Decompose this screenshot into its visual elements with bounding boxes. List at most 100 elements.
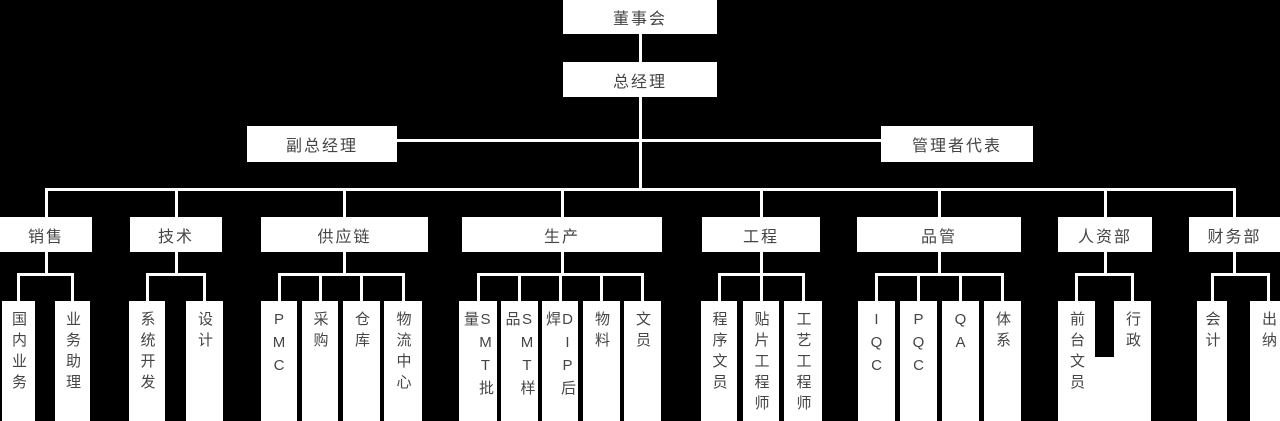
org-node-procurement: 采购 xyxy=(302,301,338,421)
connector-sales-drop xyxy=(44,188,48,217)
org-node-finance: 财务部 xyxy=(1189,217,1280,252)
org-node-label-smt-batch: SMT批量 xyxy=(462,311,494,401)
connector-program-clerk-drop xyxy=(717,273,721,301)
org-node-design: 设计 xyxy=(186,301,223,421)
org-node-label-smt-engineer: 贴片工程师 xyxy=(752,311,770,416)
org-node-label-supply-chain: 供应链 xyxy=(317,228,372,246)
org-node-quality: 品管 xyxy=(857,217,1021,252)
connector-warehouse-drop xyxy=(360,273,363,301)
org-node-warehouse: 仓库 xyxy=(343,301,380,421)
org-node-general-manager: 总经理 xyxy=(563,62,717,97)
connector-departments xyxy=(44,188,1236,191)
org-node-deputy-gm: 副总经理 xyxy=(247,126,397,162)
connector-hr-children xyxy=(1075,273,1134,276)
org-node-business-assistant: 业务助理 xyxy=(55,301,90,421)
org-node-smt-engineer: 贴片工程师 xyxy=(743,301,779,421)
org-node-label-logistics-center: 物流中心 xyxy=(394,311,412,395)
org-node-label-process-engineer: 工艺工程师 xyxy=(794,311,812,416)
org-node-label-system-development: 系统开发 xyxy=(138,311,156,395)
org-node-dip-soldering: DIP后焊 xyxy=(542,301,578,421)
org-node-label-business-assistant: 业务助理 xyxy=(64,311,81,395)
org-node-label-production: 生产 xyxy=(543,228,580,246)
org-node-management-rep: 管理者代表 xyxy=(881,126,1033,162)
org-node-label-design: 设计 xyxy=(196,311,213,353)
org-node-label-accounting: 会计 xyxy=(1203,311,1221,353)
org-node-label-front-desk-clerk: 前台文员 xyxy=(1068,311,1085,395)
org-node-board: 董事会 xyxy=(563,0,717,34)
connector-dip-soldering-drop xyxy=(558,273,562,301)
org-node-process-engineer: 工艺工程师 xyxy=(784,301,822,421)
connector-front-desk-clerk-drop xyxy=(1075,273,1078,301)
connector-production-stub xyxy=(560,252,564,276)
org-node-label-quality: 品管 xyxy=(920,228,957,246)
org-node-supply-chain: 供应链 xyxy=(261,217,428,252)
connector-pqc-drop xyxy=(917,273,920,301)
org-node-accounting: 会计 xyxy=(1197,301,1227,421)
org-node-materials: 物料 xyxy=(583,301,620,421)
org-node-front-desk-clerk: 前台文员 xyxy=(1058,301,1095,421)
connector-supply-chain-children xyxy=(277,273,405,276)
connector-admin-drop xyxy=(1131,273,1134,301)
org-node-label-cashier: 出纳 xyxy=(1260,311,1277,353)
org-node-label-iqc: IQC xyxy=(868,311,885,380)
org-node-smt-batch: SMT批量 xyxy=(459,301,497,421)
connector-supply-chain-stub xyxy=(343,252,346,276)
org-node-label-program-clerk: 程序文员 xyxy=(710,311,728,395)
org-node-label-admin: 行政 xyxy=(1124,311,1141,353)
connector-business-assistant-drop xyxy=(71,273,74,301)
org-node-hr: 人资部 xyxy=(1058,217,1152,252)
connector-technology-children xyxy=(145,273,206,276)
connector-production-drop xyxy=(560,188,564,217)
connector-hr-stub xyxy=(1103,252,1107,276)
org-node-technology: 技术 xyxy=(130,217,222,252)
org-node-label-hr: 人资部 xyxy=(1077,228,1132,246)
connector-technology-drop xyxy=(174,188,178,217)
org-node-label-pmc: PMC xyxy=(270,311,288,380)
org-node-production: 生产 xyxy=(462,217,662,252)
connector-quality-drop xyxy=(937,188,941,217)
connector-cashier-drop xyxy=(1267,273,1270,301)
connector-accounting-drop xyxy=(1210,273,1214,301)
connector-board-gm xyxy=(638,34,642,62)
connector-smt-batch-drop xyxy=(476,273,480,301)
org-node-system: 体系 xyxy=(984,301,1021,421)
connector-sales-stub xyxy=(44,252,48,276)
connector-engineering-stub xyxy=(759,252,763,276)
org-node-clerk: 文员 xyxy=(624,301,661,421)
org-node-label-finance: 财务部 xyxy=(1207,228,1262,246)
org-node-domestic-business: 国内业务 xyxy=(2,301,35,421)
connector-finance-drop xyxy=(1233,188,1236,217)
connector-staff xyxy=(395,139,883,142)
org-node-label-system: 体系 xyxy=(994,311,1011,353)
org-node-pqc: PQC xyxy=(900,301,937,421)
org-node-label-engineering: 工程 xyxy=(742,228,779,246)
connector-materials-drop xyxy=(600,273,603,301)
org-node-smt-sample: SMT样品 xyxy=(501,301,538,421)
org-node-iqc: IQC xyxy=(858,301,895,421)
connector-system-drop xyxy=(1001,273,1004,301)
connector-clerk-drop xyxy=(641,273,644,301)
org-node-pmc: PMC xyxy=(261,301,297,421)
org-node-label-deputy-gm: 副总经理 xyxy=(285,138,358,155)
connector-sales-children xyxy=(17,273,74,276)
org-node-label-general-manager: 总经理 xyxy=(612,73,667,91)
org-node-program-clerk: 程序文员 xyxy=(701,301,737,421)
connector-trunk xyxy=(638,97,642,191)
org-node-label-procurement: 采购 xyxy=(311,311,329,353)
org-node-label-pqc: PQC xyxy=(910,311,927,380)
connector-smt-sample-drop xyxy=(518,273,521,301)
connector-hr-drop xyxy=(1103,188,1107,217)
connector-design-drop xyxy=(203,273,206,301)
org-node-engineering: 工程 xyxy=(702,217,820,252)
org-node-label-board: 董事会 xyxy=(612,11,667,28)
org-node-system-development: 系统开发 xyxy=(129,301,165,421)
connector-domestic-business-drop xyxy=(17,273,20,301)
org-node-qa: QA xyxy=(942,301,979,421)
org-node-label-clerk: 文员 xyxy=(634,311,651,353)
connector-engineering-drop xyxy=(759,188,763,217)
connector-procurement-drop xyxy=(318,273,322,301)
org-node-label-qa: QA xyxy=(952,311,969,357)
org-node-label-sales: 销售 xyxy=(27,228,64,246)
org-node-label-dip-soldering: DIP后焊 xyxy=(544,311,576,401)
